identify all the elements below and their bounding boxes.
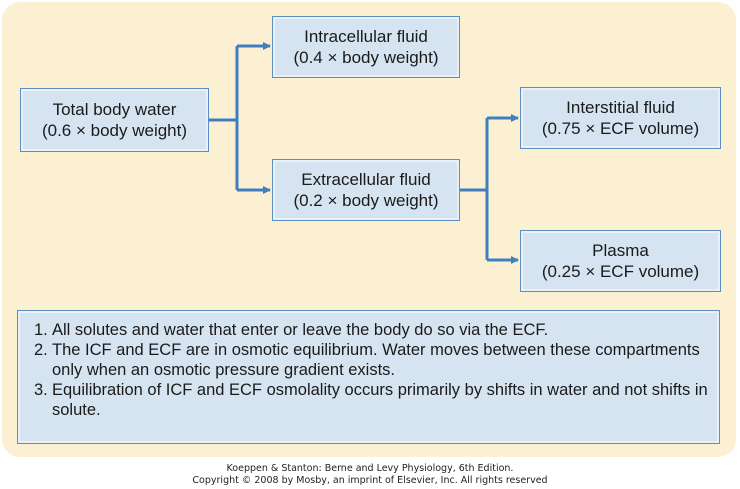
notes-box: 1. All solutes and water that enter or l…: [17, 310, 720, 444]
interstitial-fluid-label: Interstitial fluid: [566, 98, 675, 117]
total-body-water-formula: (0.6 × body weight): [41, 121, 188, 140]
note-text: Equilibration of ICF and ECF osmolality …: [52, 381, 708, 419]
credit-line-2: Copyright © 2008 by Mosby, an imprint of…: [192, 475, 548, 486]
extracellular-fluid-box: Extracellular fluid (0.2 × body weight): [272, 159, 460, 221]
total-body-water-box: Total body water (0.6 × body weight): [20, 88, 209, 152]
extracellular-fluid-formula: (0.2 × body weight): [293, 191, 439, 210]
intracellular-fluid-label: Intracellular fluid: [304, 27, 428, 46]
interstitial-fluid-box: Interstitial fluid (0.75 × ECF volume): [520, 87, 721, 149]
intracellular-fluid-formula: (0.4 × body weight): [293, 48, 439, 67]
plasma-box: Plasma (0.25 × ECF volume): [520, 230, 721, 292]
note-item: 2. The ICF and ECF are in osmotic equili…: [34, 340, 709, 380]
credit-line-1: Koeppen & Stanton: Berne and Levy Physio…: [226, 463, 514, 474]
note-text: The ICF and ECF are in osmotic equilibri…: [52, 341, 700, 379]
note-number: 1.: [34, 321, 48, 339]
total-body-water-label: Total body water: [52, 100, 177, 119]
note-item: 1. All solutes and water that enter or l…: [34, 320, 709, 340]
note-number: 2.: [34, 341, 48, 359]
note-number: 3.: [34, 381, 48, 399]
extracellular-fluid-label: Extracellular fluid: [301, 170, 431, 189]
note-item: 3. Equilibration of ICF and ECF osmolali…: [34, 380, 709, 420]
interstitial-fluid-formula: (0.75 × ECF volume): [541, 119, 700, 138]
plasma-label: Plasma: [592, 241, 649, 260]
note-text: All solutes and water that enter or leav…: [52, 321, 549, 339]
plasma-formula: (0.25 × ECF volume): [541, 262, 700, 281]
intracellular-fluid-box: Intracellular fluid (0.4 × body weight): [272, 16, 460, 78]
